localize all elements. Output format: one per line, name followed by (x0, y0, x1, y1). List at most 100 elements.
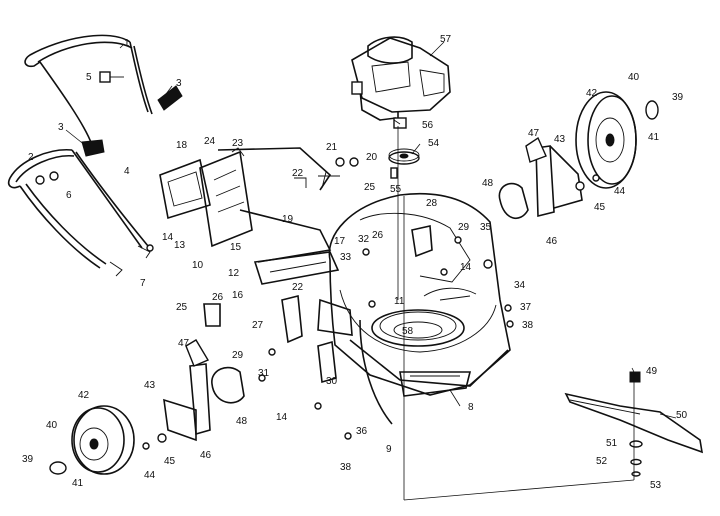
label-p21: 21 (326, 142, 338, 153)
fasteners (142, 157, 600, 450)
label-p9: 9 (386, 444, 392, 455)
shield-30 (317, 340, 337, 384)
label-p34: 34 (514, 280, 526, 291)
label-p28: 28 (426, 198, 438, 209)
label-p26b: 26 (212, 292, 224, 303)
alignment-lines (397, 126, 635, 501)
bracket-26 (203, 303, 221, 327)
label-p45a: 45 (594, 202, 606, 213)
label-p50: 50 (676, 410, 688, 421)
lower-handle (7, 149, 149, 269)
bolt-6 (35, 171, 59, 185)
wheel-left (71, 405, 135, 475)
label-p8: 8 (468, 402, 474, 413)
label-p5: 5 (86, 72, 92, 83)
key-55 (390, 167, 398, 179)
label-p44a: 44 (614, 186, 626, 197)
label-p52: 52 (596, 456, 608, 467)
label-p51: 51 (606, 438, 618, 449)
label-p7: 7 (140, 278, 146, 289)
label-p48b: 48 (236, 416, 248, 427)
label-p12: 12 (228, 268, 240, 279)
label-p31: 31 (258, 368, 270, 379)
label-p14c: 14 (276, 412, 288, 423)
label-p45b: 45 (164, 456, 176, 467)
blade-adapter-54 (388, 148, 420, 165)
label-p14a: 14 (162, 232, 174, 243)
label-p47a: 47 (528, 128, 540, 139)
label-p44b: 44 (144, 470, 156, 481)
label-p22b: 22 (292, 282, 304, 293)
bolt-5 (99, 71, 124, 83)
label-p37: 37 (520, 302, 532, 313)
label-p38b: 38 (340, 462, 352, 473)
label-p56: 56 (422, 120, 434, 131)
label-p15: 15 (230, 242, 242, 253)
label-p22a: 22 (292, 168, 304, 179)
label-p55: 55 (390, 184, 402, 195)
label-p33: 33 (340, 252, 352, 263)
label-p16: 16 (232, 290, 244, 301)
height-adjuster-bracket (159, 147, 340, 285)
handle-knob-upper (157, 85, 183, 111)
label-p30: 30 (326, 376, 338, 387)
label-p46a: 46 (546, 236, 558, 247)
label-p47b: 47 (178, 338, 190, 349)
label-p10: 10 (192, 260, 204, 271)
label-p40b: 40 (46, 420, 58, 431)
height-adjuster-left (163, 339, 245, 442)
label-p26a: 26 (372, 230, 384, 241)
label-p39b: 39 (22, 454, 34, 465)
label-p48a: 48 (482, 178, 494, 189)
label-p17: 17 (334, 236, 346, 247)
label-p40a: 40 (628, 72, 640, 83)
label-p23: 23 (232, 138, 244, 149)
height-adjuster-right (498, 136, 583, 220)
label-p41a: 41 (648, 132, 660, 143)
mower-blade (564, 392, 704, 454)
label-p24: 24 (204, 136, 216, 147)
label-p25a: 25 (364, 182, 376, 193)
deck-baffle (423, 287, 477, 301)
engine (351, 36, 451, 126)
label-p2: 2 (28, 152, 34, 163)
label-p27: 27 (252, 320, 264, 331)
label-p4: 4 (124, 166, 130, 177)
label-p38a: 38 (522, 320, 534, 331)
rear-bracket-27 (281, 294, 303, 344)
label-p3b: 3 (58, 122, 64, 133)
label-p25b: 25 (176, 302, 188, 313)
label-p11: 11 (394, 296, 405, 307)
label-p46b: 46 (200, 450, 212, 461)
label-p32: 32 (358, 234, 370, 245)
hub-cap-right (645, 100, 659, 120)
label-p13: 13 (174, 240, 186, 251)
label-p39a: 39 (672, 92, 684, 103)
label-p54: 54 (428, 138, 440, 149)
label-p29a: 29 (458, 222, 470, 233)
label-p3a: 3 (176, 78, 182, 89)
label-p49: 49 (646, 366, 658, 377)
blade-bolt-stack (629, 371, 643, 477)
label-p20: 20 (366, 152, 378, 163)
label-p6: 6 (66, 190, 72, 201)
label-p42b: 42 (78, 390, 90, 401)
label-p53: 53 (650, 480, 662, 491)
leader-lines (65, 41, 677, 419)
muffler-56 (393, 117, 407, 129)
handle-knob-lower (81, 139, 105, 157)
label-p14b: 14 (460, 262, 472, 273)
bracket-28 (411, 225, 433, 258)
part-labels: 1 2 3 3 4 5 6 7 8 9 10 11 12 13 14 14 14… (22, 34, 688, 491)
label-p29b: 29 (232, 350, 244, 361)
label-p42a: 42 (586, 88, 598, 99)
label-p43a: 43 (554, 134, 566, 145)
label-p43b: 43 (144, 380, 156, 391)
label-p58: 58 (402, 326, 414, 337)
rear-guard-9 (359, 319, 393, 425)
handle-clip-7 (109, 245, 151, 277)
label-p35: 35 (480, 222, 492, 233)
hub-cap-left (49, 461, 67, 475)
wheel-right (575, 91, 637, 189)
